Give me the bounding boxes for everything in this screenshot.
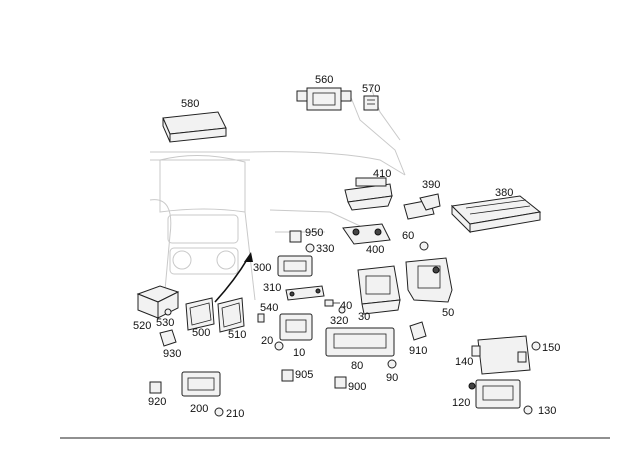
- label-50: 50: [442, 307, 454, 319]
- label-560: 560: [315, 74, 333, 86]
- label-300: 300: [253, 262, 271, 274]
- part-330-nut: 330: [305, 243, 334, 255]
- label-30: 30: [358, 311, 370, 323]
- part-140-bracket: 140: [455, 335, 531, 375]
- label-900: 900: [348, 381, 366, 393]
- label-950: 950: [305, 227, 323, 239]
- part-210-screw: 210: [214, 407, 244, 420]
- label-330: 330: [316, 243, 334, 255]
- part-950-connector: 950: [289, 227, 323, 243]
- label-390: 390: [422, 179, 440, 191]
- part-530-screw: 530: [156, 308, 174, 329]
- part-910-connector: 910: [409, 321, 427, 357]
- label-905: 905: [295, 369, 313, 381]
- location-arrow: [214, 252, 253, 303]
- part-580-control-unit: 580: [162, 98, 227, 143]
- part-300-control-unit: 300: [253, 255, 313, 277]
- part-50-bracket: 50: [405, 257, 454, 319]
- label-410: 410: [373, 168, 391, 180]
- part-130-nut: 130: [523, 405, 556, 417]
- label-530: 530: [156, 317, 174, 329]
- part-400-holder: 400: [342, 223, 391, 256]
- part-520-module: 520: [133, 285, 180, 332]
- label-580: 580: [181, 98, 199, 110]
- label-150: 150: [542, 342, 560, 354]
- part-920-connector: 920: [148, 381, 166, 408]
- label-540: 540: [260, 302, 278, 314]
- part-510-display: 510: [217, 297, 246, 341]
- label-380: 380: [495, 187, 513, 199]
- label-130: 130: [538, 405, 556, 417]
- label-920: 920: [148, 396, 166, 408]
- part-30-control-unit: 30: [357, 265, 401, 323]
- part-500-display: 500: [185, 297, 215, 339]
- label-400: 400: [366, 244, 384, 256]
- label-500: 500: [192, 327, 210, 339]
- part-150-nut: 150: [531, 341, 560, 354]
- label-520: 520: [133, 320, 151, 332]
- label-510: 510: [228, 329, 246, 341]
- part-560-bracket: 560: [296, 74, 352, 111]
- part-310-bracket: 310: [263, 282, 325, 301]
- part-80-module: 80: [325, 327, 395, 372]
- part-20-nut: 20: [261, 335, 284, 351]
- label-200: 200: [190, 403, 208, 415]
- part-90-screw: 90: [386, 359, 398, 384]
- label-320: 320: [330, 315, 348, 327]
- part-390-bracket: 390: [403, 179, 441, 220]
- label-120: 120: [452, 397, 470, 409]
- label-80: 80: [351, 360, 363, 372]
- part-930-connector: 930: [159, 329, 181, 360]
- label-10: 10: [293, 347, 305, 359]
- label-140: 140: [455, 356, 473, 368]
- part-320-screw: 320: [330, 306, 348, 327]
- label-310: 310: [263, 282, 281, 294]
- part-540-clip: 540: [257, 302, 278, 323]
- part-905-connector: 905: [281, 369, 313, 382]
- label-90: 90: [386, 372, 398, 384]
- label-930: 930: [163, 348, 181, 360]
- part-120-control-unit: 120: [452, 379, 521, 409]
- part-410-holder: 410: [344, 168, 393, 211]
- part-900-connector: 900: [334, 376, 366, 393]
- part-570-clip: 570: [362, 83, 380, 111]
- part-10-control-unit: 10: [279, 313, 313, 359]
- part-60-nut: 60: [402, 230, 429, 251]
- part-380-module: 380: [450, 187, 542, 234]
- label-910: 910: [409, 345, 427, 357]
- label-570: 570: [362, 83, 380, 95]
- label-210: 210: [226, 408, 244, 420]
- label-20: 20: [261, 335, 273, 347]
- label-60: 60: [402, 230, 414, 242]
- part-200-module: 200: [181, 371, 221, 415]
